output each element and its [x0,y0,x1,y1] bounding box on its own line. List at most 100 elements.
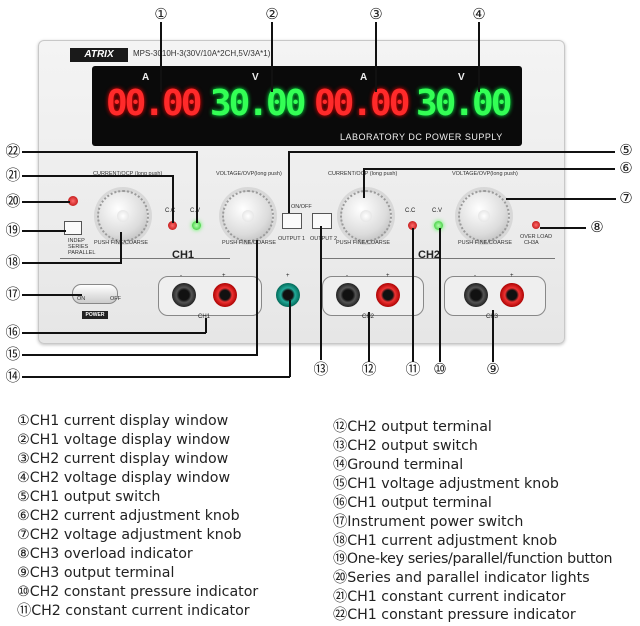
legend-left-8: ⑧CH3 overload indicator [17,546,193,562]
ch2-cc-label: C.C [405,208,416,214]
ch3-negative-terminal[interactable] [464,283,488,307]
callout-16: ⑯ [5,323,21,341]
ch1-heading: CH1 [172,249,195,261]
display-subtitle: LABORATORY DC POWER SUPPLY [340,132,503,142]
leader-line-18-v [120,232,122,263]
ch1-voltage-push-label: PUSH FINE/COARSE [222,240,277,246]
ch2-voltage-knob[interactable] [458,190,510,242]
legend-right-12: ⑫CH2 output terminal [333,419,492,435]
leader-line-21-v [172,175,174,223]
ch2-negative-terminal[interactable] [336,283,360,307]
ch3-plus-sign: + [510,273,514,279]
ch2-heading: CH2 [418,249,441,261]
ch1-minus-sign: - [180,273,182,279]
leader-line-8 [540,227,586,229]
callout-19: ⑲ [5,221,21,239]
legend-right-21: ㉑CH1 constant current indicator [333,589,566,605]
leader-line-17 [22,294,82,296]
callout-4: ④ [472,5,486,23]
leader-line-20 [22,201,70,203]
output1-label: OUTPUT 1 [278,236,306,242]
callout-9: ⑨ [486,360,500,378]
leader-line-18-h [22,262,122,264]
ch1-voltage-knob[interactable] [222,190,274,242]
unit-ch1-current: A [142,72,150,83]
ch2-voltage-readout: 30.00 [416,83,512,124]
callout-6: ⑥ [619,159,633,177]
callout-17: ⑰ [5,285,21,303]
parallel-label: PARALLEL [68,250,96,256]
callout-22: ㉒ [5,142,21,160]
leader-line-6-v [363,168,365,198]
callout-14: ⑭ [5,367,21,385]
model-label: MPS-3010H-3(30V/10A*2CH,5V/3A*1) [133,49,271,58]
display-window [92,66,522,146]
ch1-positive-terminal[interactable] [213,283,237,307]
legend-right-14: ⑭Ground terminal [333,457,464,473]
ch2-divider [320,258,555,259]
callout-8: ⑧ [590,218,604,236]
legend-left-3: ③CH2 current display window [17,451,229,467]
leader-line-14-h [22,376,290,378]
leader-line-22-v [196,151,198,223]
leader-line-14-v [289,300,291,377]
ch1-voltage-caption: VOLTAGE/OVP(long push) [216,171,282,177]
ch2-current-readout: 00.00 [314,83,410,124]
ch3-positive-terminal[interactable] [500,283,524,307]
unit-ch2-current: A [360,72,368,83]
ch3-terminal-frame [444,276,546,316]
power-label: POWER [82,311,108,319]
ch3-overload-led [532,221,540,229]
ch1-voltage-readout: 30.00 [210,83,306,124]
ch2-current-push-label: PUSH FINE/COARSE [336,240,391,246]
ch1-cv-led [192,221,201,230]
legend-right-15: ⑮CH1 voltage adjustment knob [333,476,559,492]
leader-line-4 [478,22,480,92]
callout-3: ③ [369,5,383,23]
ch1-cc-led [168,221,177,230]
legend-left-7: ⑦CH2 voltage adjustment knob [17,527,242,543]
ch1-current-knob[interactable] [97,190,149,242]
callout-10: ⑩ [433,360,447,378]
ch2-positive-terminal[interactable] [376,283,400,307]
ch2-cv-led [434,221,443,230]
power-on-label: ON [77,296,86,302]
series-label: SERIES [68,244,89,250]
legend-left-6: ⑥CH2 current adjustment knob [17,508,240,524]
ground-plus-sign: + [286,273,290,279]
ch1-plus-sign: + [222,273,226,279]
callout-15: ⑮ [5,345,21,363]
ch2-cc-led [408,221,417,230]
leader-line-6-h [363,168,615,170]
ch1-current-readout: 00.00 [106,83,202,124]
callout-11: ⑪ [405,360,421,378]
ground-terminal[interactable] [276,283,300,307]
leader-line-3 [375,22,377,92]
ch1-cc-label: C.C [165,208,176,214]
overload-label-2: CH3A [524,240,539,246]
legend-left-2: ②CH1 voltage display window [17,432,231,448]
callout-2: ② [265,5,279,23]
ch1-output-switch[interactable] [282,213,302,229]
ch2-output-switch[interactable] [312,213,332,229]
legend-left-9: ⑨CH3 output terminal [17,565,175,581]
ch1-current-caption: CURRENT/OCP (long push) [93,171,163,177]
callout-1: ① [154,5,168,23]
ch2-current-knob[interactable] [340,190,392,242]
output2-label: OUTPUT 2 [310,236,338,242]
leader-line-19 [22,230,66,232]
unit-ch1-voltage: V [252,72,259,83]
leader-line-5-h [288,151,615,153]
leader-line-16-v [205,318,207,333]
legend-left-5: ⑤CH1 output switch [17,489,161,505]
legend-left-4: ④CH2 voltage display window [17,470,231,486]
on-off-label: ON/OFF [291,204,312,210]
ch1-negative-terminal[interactable] [172,283,196,307]
ch2-minus-sign: - [346,273,348,279]
power-off-label: OFF [110,296,121,302]
ch2-voltage-push-label: PUSH FINE/COARSE [458,240,513,246]
leader-line-5-v [288,151,290,213]
callout-13: ⑬ [313,360,329,378]
series-parallel-button[interactable] [64,221,82,235]
